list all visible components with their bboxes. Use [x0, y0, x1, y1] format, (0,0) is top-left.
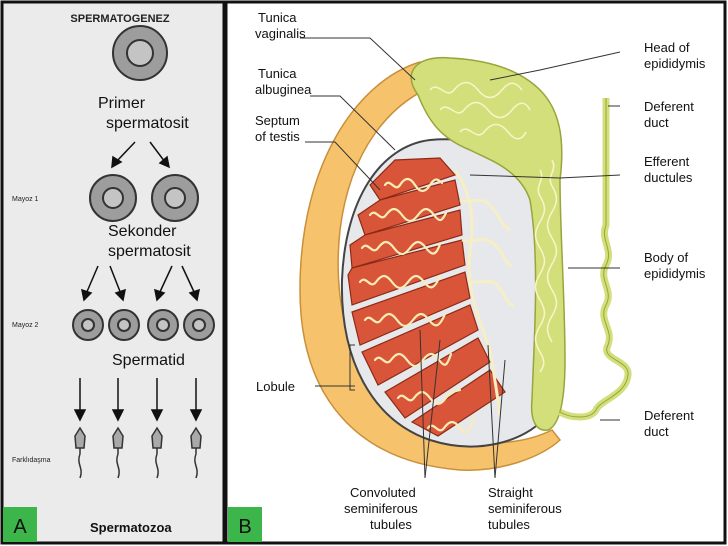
convoluted-label-3: tubules — [370, 517, 412, 532]
deferent-duct-bottom-label-1: Deferent — [644, 408, 694, 423]
sekonder-label-line1: Sekonder — [108, 223, 177, 240]
head-epididymis-label-2: epididymis — [644, 56, 706, 71]
deferent-duct-top-label-2: duct — [644, 115, 669, 130]
efferent-ductules-label-1: Efferent — [644, 154, 690, 169]
tunica-vaginalis-label-1: Tunica — [258, 10, 297, 25]
mayoz2-label: Mayoz 2 — [12, 322, 39, 329]
straight-label-3: tubules — [488, 517, 530, 532]
primer-label-line2: spermatosit — [106, 115, 189, 132]
panel-a-title: SPERMATOGENEZ — [70, 13, 169, 25]
farklidasma-label: Farklıdaşma — [12, 457, 51, 464]
tunica-albuginea-label-1: Tunica — [258, 66, 297, 81]
lobule-label: Lobule — [256, 379, 295, 394]
deferent-duct-top-label-1: Deferent — [644, 99, 694, 114]
convoluted-label-1: Convoluted — [350, 485, 416, 500]
panel-a-letter: A — [13, 516, 27, 538]
body-epididymis-label-1: Body of — [644, 250, 688, 265]
primary-spermatocyte-cell — [113, 26, 167, 80]
panel-b: Tunica vaginalis Tunica albuginea Septum… — [226, 2, 725, 543]
tunica-vaginalis-label-2: vaginalis — [255, 26, 306, 41]
mayoz1-label: Mayoz 1 — [12, 196, 39, 203]
straight-label-1: Straight — [488, 485, 533, 500]
body-epididymis-label-2: epididymis — [644, 266, 706, 281]
panel-a: SPERMATOGENEZ Primer spermatosit Mayoz 1… — [2, 2, 224, 543]
straight-label-2: seminiferous — [488, 501, 562, 516]
head-epididymis-label-1: Head of — [644, 40, 690, 55]
septum-label-2: of testis — [255, 129, 300, 144]
deferent-duct-bottom-label-2: duct — [644, 424, 669, 439]
septum-label-1: Septum — [255, 113, 300, 128]
panel-b-letter: B — [238, 516, 251, 538]
convoluted-label-2: seminiferous — [344, 501, 418, 516]
tunica-albuginea-label-2: albuginea — [255, 82, 312, 97]
efferent-ductules-label-2: ductules — [644, 170, 693, 185]
spermatozoa-label: Spermatozoa — [90, 520, 172, 535]
spermatid-label: Spermatid — [112, 352, 185, 369]
sekonder-label-line2: spermatosit — [108, 243, 191, 260]
primer-label-line1: Primer — [98, 95, 146, 112]
